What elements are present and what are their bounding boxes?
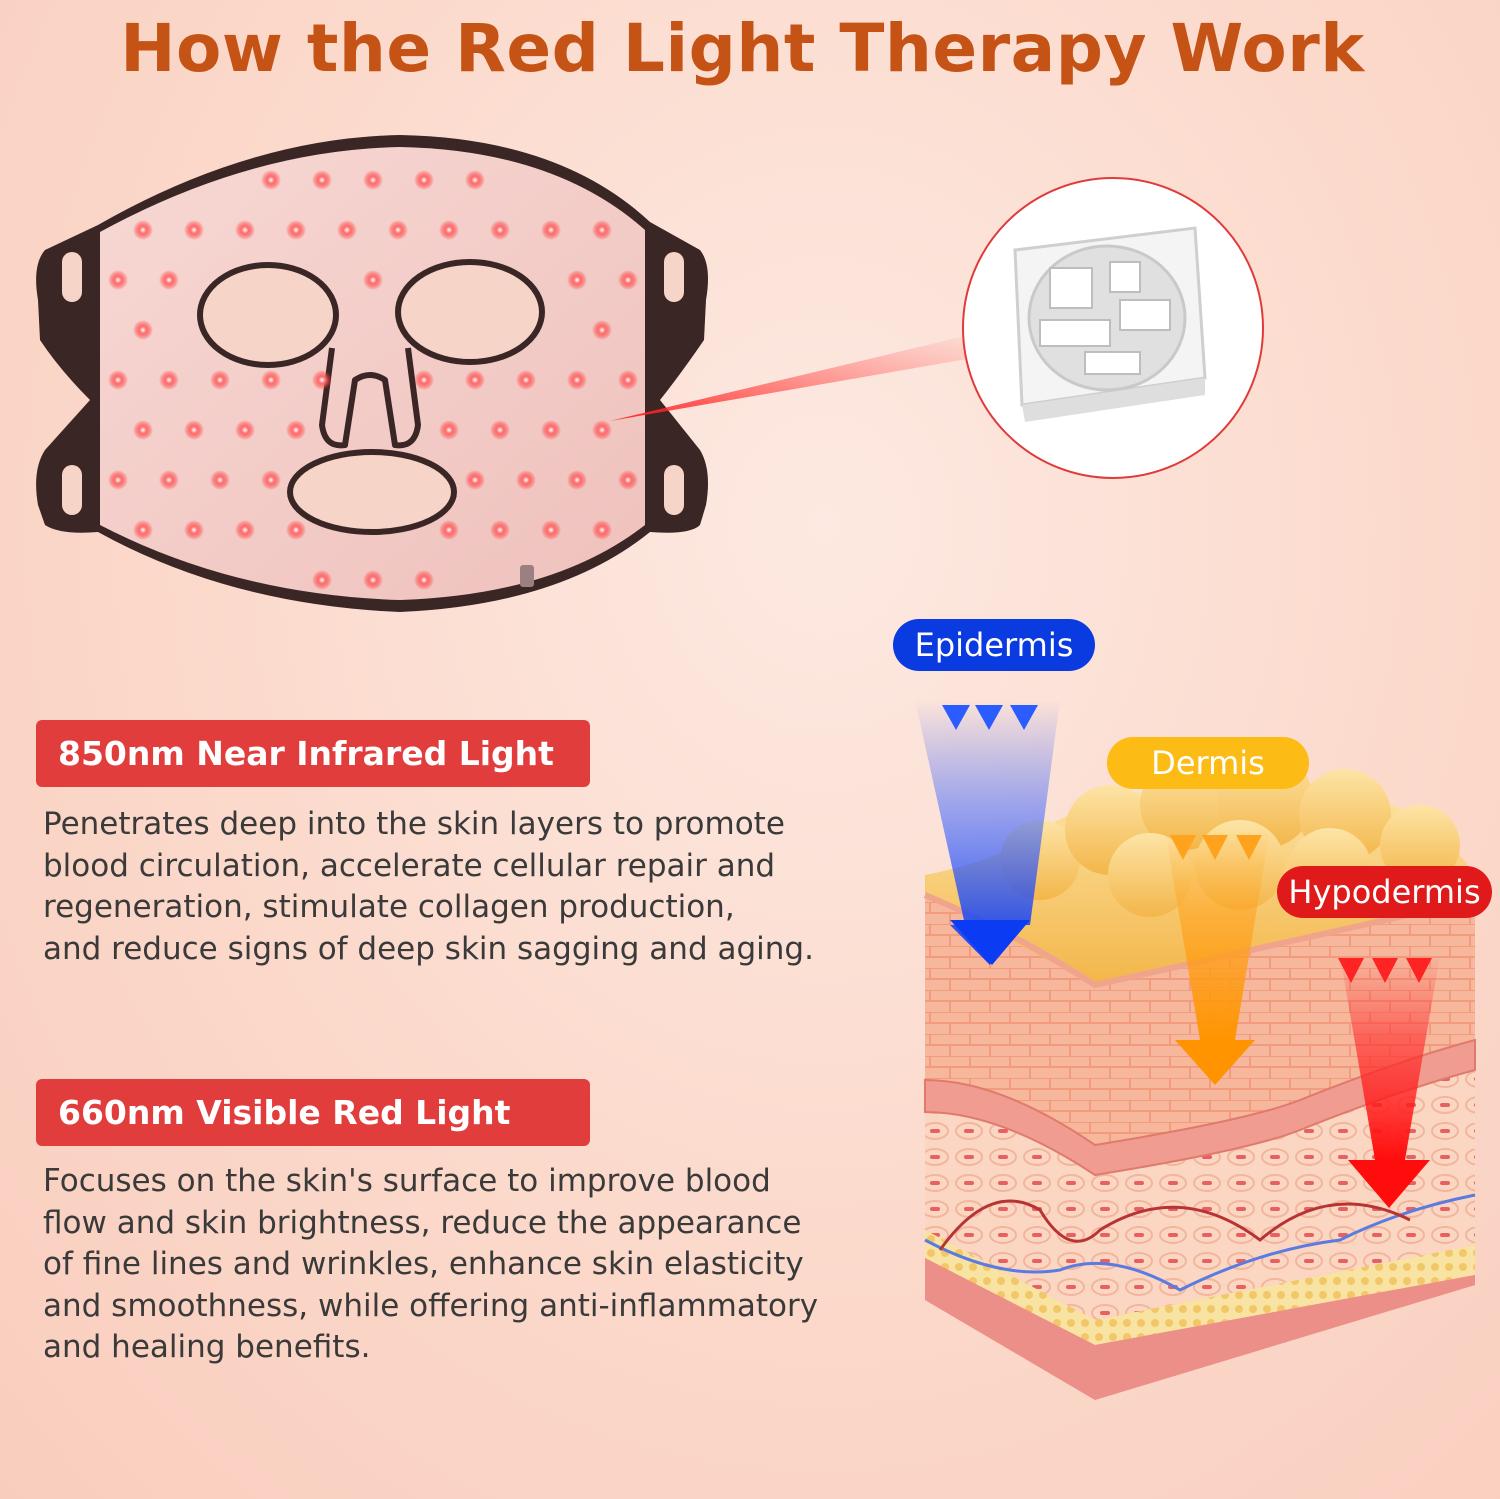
led-chip-icon	[962, 177, 1264, 479]
led-dot	[592, 320, 612, 340]
led-dot	[108, 270, 128, 290]
led-dot	[567, 370, 587, 390]
led-dot	[286, 220, 306, 240]
led-dot	[210, 470, 230, 490]
led-dot	[184, 220, 204, 240]
led-dot	[618, 270, 638, 290]
led-dot	[567, 270, 587, 290]
led-dot	[439, 420, 459, 440]
led-dot	[414, 170, 434, 190]
led-dot	[363, 170, 383, 190]
led-dot	[465, 170, 485, 190]
led-dot	[133, 520, 153, 540]
led-dot	[490, 420, 510, 440]
led-dot	[592, 420, 612, 440]
led-dot	[133, 420, 153, 440]
near-infrared-description: Penetrates deep into the skin layers to …	[43, 806, 814, 967]
led-dot	[133, 220, 153, 240]
led-dot	[541, 220, 561, 240]
visible-red-heading: 660nm Visible Red Light	[36, 1079, 590, 1146]
led-dot	[337, 220, 357, 240]
led-dot	[108, 370, 128, 390]
light-beam	[610, 330, 990, 421]
led-dot	[261, 370, 281, 390]
led-dot	[159, 270, 179, 290]
led-dot	[286, 520, 306, 540]
led-dot	[490, 220, 510, 240]
led-dot	[541, 420, 561, 440]
led-array	[108, 170, 638, 590]
epidermis-arrow	[915, 700, 1060, 965]
led-dot	[414, 370, 434, 390]
led-dot	[312, 370, 332, 390]
led-dot	[312, 570, 332, 590]
led-dot	[439, 220, 459, 240]
led-dot	[490, 520, 510, 540]
hypodermis-arrow	[1338, 955, 1440, 1208]
led-dot	[618, 470, 638, 490]
led-dot	[184, 420, 204, 440]
led-dot	[465, 470, 485, 490]
led-dot	[235, 420, 255, 440]
led-dot	[159, 370, 179, 390]
led-dot	[159, 470, 179, 490]
dermis-label: Dermis	[1107, 737, 1309, 789]
led-dot	[567, 470, 587, 490]
led-dot	[363, 270, 383, 290]
led-dot	[210, 370, 230, 390]
led-dot	[541, 520, 561, 540]
led-dot	[108, 470, 128, 490]
led-dot	[439, 520, 459, 540]
led-mask-icon	[36, 135, 708, 612]
led-dot	[184, 520, 204, 540]
led-dot	[133, 320, 153, 340]
led-dot	[261, 470, 281, 490]
led-dot	[312, 170, 332, 190]
led-dot	[235, 520, 255, 540]
led-dot	[618, 370, 638, 390]
page-title: How the Red Light Therapy Work	[120, 10, 1365, 87]
led-dot	[592, 220, 612, 240]
led-dot	[465, 370, 485, 390]
dermis-arrow	[1165, 830, 1270, 1085]
led-dot	[592, 520, 612, 540]
led-dot	[286, 420, 306, 440]
led-dot	[388, 220, 408, 240]
led-dot	[261, 170, 281, 190]
hypodermis-label: Hypodermis	[1277, 866, 1492, 918]
near-infrared-heading: 850nm Near Infrared Light	[36, 720, 590, 787]
led-dot	[235, 220, 255, 240]
led-dot	[363, 570, 383, 590]
epidermis-label: Epidermis	[893, 619, 1095, 671]
led-dot	[516, 370, 536, 390]
led-dot	[414, 570, 434, 590]
visible-red-description: Focuses on the skin's surface to improve…	[43, 1163, 819, 1365]
led-dot	[516, 470, 536, 490]
